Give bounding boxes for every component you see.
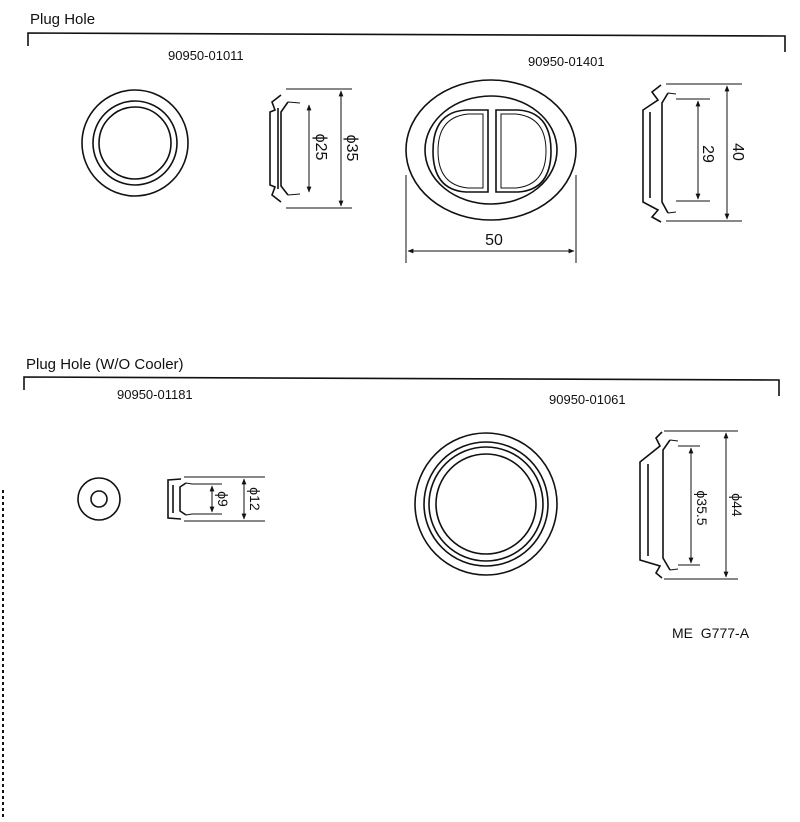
part-number-01011: 90950-01011 xyxy=(168,48,244,63)
dim-01401-outer-label: 40 xyxy=(729,143,746,161)
dim-01011-outer-label: ϕ35 xyxy=(343,135,360,162)
dim-01181-inner-label: ϕ9 xyxy=(215,491,231,507)
dim-01061-inner-label: ϕ35.5 xyxy=(694,490,710,525)
dim-01401-width-line xyxy=(405,175,577,263)
section-2-title: Plug Hole (W/O Cooler) xyxy=(26,356,184,373)
part-number-01181: 90950-01181 xyxy=(117,387,193,402)
section-1-title: Plug Hole xyxy=(30,11,95,28)
dim-01061-outer-label: ϕ44 xyxy=(729,493,745,517)
plug-01061-front-view xyxy=(414,432,558,576)
dim-01181-outer-label: ϕ12 xyxy=(247,487,263,511)
section-2-bracket xyxy=(23,376,780,396)
plug-01011-front-view xyxy=(81,89,189,197)
part-number-01061: 90950-01061 xyxy=(549,392,626,407)
dim-01401-inner-label: 29 xyxy=(699,145,716,163)
dim-01011-inner-label: ϕ25 xyxy=(312,134,329,161)
plug-01061-side-view xyxy=(639,430,738,580)
part-number-01401: 90950-01401 xyxy=(528,54,605,69)
dim-01401-width-label: 50 xyxy=(485,232,503,249)
plug-01181-front-view xyxy=(77,477,121,521)
plug-01401-front-view xyxy=(405,79,577,221)
section-1-bracket xyxy=(27,32,786,52)
plug-01181-side-view xyxy=(167,476,265,522)
plug-01401-side-view xyxy=(642,83,742,223)
plug-01011-side-view xyxy=(269,88,352,209)
reference-code: ME G777-A xyxy=(672,625,750,641)
